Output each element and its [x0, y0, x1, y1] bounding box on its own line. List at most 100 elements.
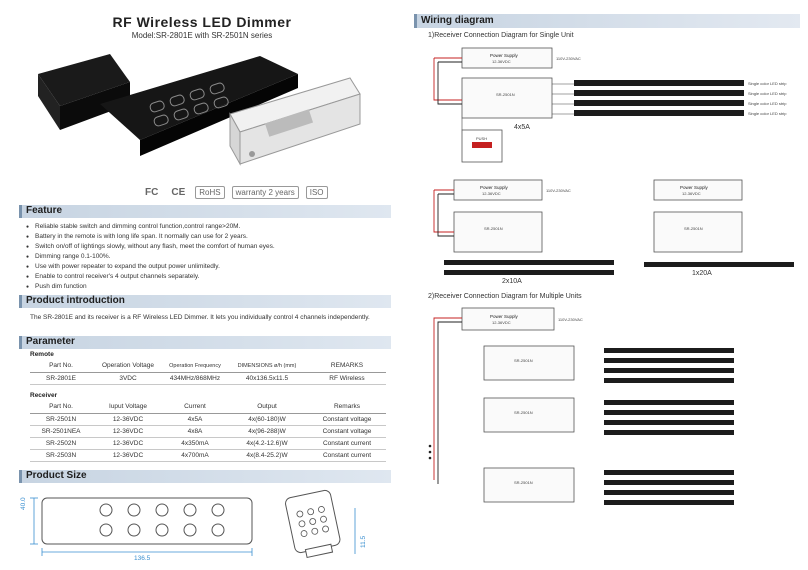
table-cell: SR-2501NEA [30, 425, 92, 438]
table-row: SR-2503N 12-36VDC 4x700mA 4x(8.4-25.2)W … [30, 449, 386, 462]
table-cell: 4x700mA [164, 449, 226, 462]
table-cell: SR-2501N [30, 413, 92, 426]
table-row: SR-2501NEA 12-36VDC 4x8A 4x(96-288)W Con… [30, 425, 386, 438]
feature-item: Battery in the remote is with long life … [26, 232, 396, 242]
ps-voltage-label: 12-36VDC [492, 320, 511, 325]
fcc-mark: FC [145, 186, 159, 198]
right-column: Wiring diagram 1)Receiver Connection Dia… [404, 0, 808, 570]
ac-label: 110V-230VAC [546, 188, 571, 193]
dual-channel-diagram: Power Supply 12-36VDC 110V-230VAC SR-250… [433, 179, 614, 275]
table-cell: 4x(96-288)W [226, 425, 308, 438]
section-wiring: Wiring diagram [414, 14, 800, 28]
table-cell: 3VDC [92, 372, 164, 385]
caption-1x20a: 1x20A [692, 270, 712, 277]
table-cell: 4x(8.4-25.2)W [226, 449, 308, 462]
section-parameter-title: Parameter [26, 336, 75, 347]
left-column: RF Wireless LED Dimmer Model:SR-2801E wi… [0, 0, 404, 570]
size-height-label: 40.0 [20, 497, 27, 510]
column-header: Part No. [30, 360, 92, 373]
warranty-mark: warranty 2 years [231, 185, 299, 199]
multi-unit-heading: 2)Receiver Connection Diagram for Multip… [428, 293, 582, 300]
column-header: Iuput Voltage [92, 401, 164, 414]
table-cell: Constant voltage [308, 425, 386, 438]
ps-voltage-label: 12-36VDC [482, 191, 501, 196]
table-row: SR-2801E 3VDC 434MHz/868MHz 40x136.5x11.… [30, 372, 386, 385]
ps-voltage-label: 12-36VDC [492, 59, 511, 64]
feature-item: Push dim function [26, 282, 396, 292]
section-parameter: Parameter [19, 336, 391, 349]
column-header: REMARKS [308, 360, 386, 373]
single-channel-diagram: Power Supply 12-36VDC SR-2501N [644, 179, 794, 267]
size-width-label: 136.5 [134, 555, 151, 562]
table-cell: 4x350mA [164, 437, 226, 450]
table-cell: SR-2502N [30, 437, 92, 450]
section-feature-title: Feature [26, 205, 63, 216]
table-row: SR-2502N 12-36VDC 4x350mA 4x(4.2-12.6)W … [30, 437, 386, 450]
feature-list: Reliable stable switch and dimming contr… [26, 222, 396, 292]
ce-mark: CE [171, 186, 186, 198]
feature-item: Reliable stable switch and dimming contr… [26, 222, 396, 232]
feature-item: Switch on/off of lightings slowly, witho… [26, 242, 396, 252]
table-header-row: Part No. Operation Voltage Operation Fre… [30, 360, 386, 373]
push-label: PUSH [476, 136, 487, 141]
column-header: Operation Frequency [164, 360, 226, 373]
section-size-title: Product Size [26, 470, 87, 481]
caption-4x5a: 4x5A [514, 124, 530, 131]
table-cell: 12-36VDC [92, 449, 164, 462]
strip-label: Single color LED strip [748, 101, 787, 106]
table-cell: 4x8A [164, 425, 226, 438]
receiver-label: SR-2501N [496, 92, 515, 97]
receiver-label: SR-2501N [514, 480, 533, 485]
receiver-label: SR-2501N [484, 226, 503, 231]
section-intro-title: Product introduction [26, 295, 125, 306]
section-intro: Product introduction [19, 295, 391, 308]
ac-label: 110V-230VAC [558, 317, 583, 322]
table-cell: 12-36VDC [92, 425, 164, 438]
table-cell: 4x5A [164, 413, 226, 426]
page-title: RF Wireless LED Dimmer [112, 14, 292, 30]
dimension-drawings [30, 489, 356, 559]
single-unit-diagram: Power Supply 12-36VDC 110V-230VAC SR-250… [433, 47, 787, 163]
ac-label: 110V-230VAC [556, 56, 581, 61]
multi-unit-diagram: Power Supply 12-36VDC 110V-230VAC SR-250… [428, 307, 734, 505]
caption-2x10a: 2x10A [502, 278, 522, 285]
intro-paragraph: The SR-2801E and its receiver is a RF Wi… [30, 314, 370, 321]
table-cell: SR-2801E [30, 372, 92, 385]
remote-label: Remote [30, 351, 54, 358]
receiver-label: Receiver [30, 392, 58, 399]
section-size: Product Size [19, 470, 391, 483]
table-cell: 12-36VDC [92, 413, 164, 426]
strip-label: Single color LED strip [748, 111, 787, 116]
feature-item: Dimming range 0.1-100%. [26, 252, 396, 262]
ps-label: Power Supply [490, 53, 519, 58]
ps-label: Power Supply [680, 185, 709, 190]
table-cell: Constant current [308, 437, 386, 450]
section-feature: Feature [19, 205, 391, 218]
column-header: Current [164, 401, 226, 414]
table-cell: 4x(60-180)W [226, 413, 308, 426]
ps-voltage-label: 12-36VDC [682, 191, 701, 196]
column-header: DIMENSIONS ø/h (mm) [226, 360, 308, 373]
column-header: Part No. [30, 401, 92, 414]
table-cell: 40x136.5x11.5 [226, 372, 308, 385]
strip-label: Single color LED strip [748, 91, 787, 96]
table-row: SR-2501N 12-36VDC 4x5A 4x(60-180)W Const… [30, 413, 386, 426]
ps-label: Power Supply [480, 185, 509, 190]
certification-marks: FC CE RoHS warranty 2 years ISO [142, 182, 328, 202]
rohs-mark: RoHS [195, 185, 225, 199]
table-cell: 434MHz/868MHz [164, 372, 226, 385]
table-cell: SR-2503N [30, 449, 92, 462]
table-cell: 4x(4.2-12.6)W [226, 437, 308, 450]
single-unit-heading: 1)Receiver Connection Diagram for Single… [428, 32, 574, 39]
strip-label: Single color LED strip [748, 81, 787, 86]
column-header: Operation Voltage [92, 360, 164, 373]
table-cell: RF Wireless [308, 372, 386, 385]
section-wiring-title: Wiring diagram [421, 15, 494, 26]
feature-item: Use with power repeater to expand the ou… [26, 262, 396, 272]
column-header: Output [226, 401, 308, 414]
table-header-row: Part No. Iuput Voltage Current Output Re… [30, 401, 386, 414]
iso-mark: ISO [305, 185, 328, 199]
product-photo [38, 54, 361, 166]
table-cell: Constant voltage [308, 413, 386, 426]
remote-table: Part No. Operation Voltage Operation Fre… [30, 360, 386, 385]
